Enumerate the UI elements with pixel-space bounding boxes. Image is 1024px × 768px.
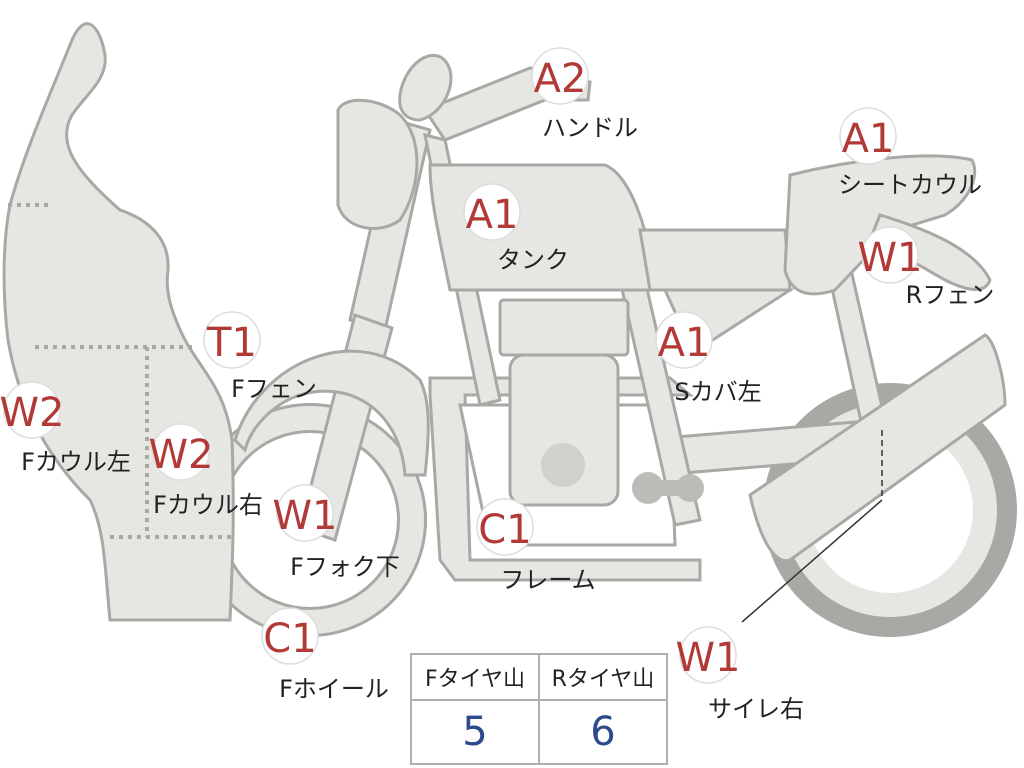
headlight-housing bbox=[336, 98, 419, 230]
front-tread-value: 5 bbox=[410, 699, 540, 765]
callout-f-fender: T1 Fフェン bbox=[203, 311, 317, 403]
callout-s-cover-l: A1 Sカバ左 bbox=[655, 311, 762, 406]
callout-r-fender: W1 Rフェン bbox=[858, 226, 995, 309]
part-code: A1 bbox=[466, 192, 519, 238]
callout-handle: A2 ハンドル bbox=[531, 47, 638, 142]
code-badge bbox=[261, 607, 319, 665]
callout-seat-cowl: A1 シートカウル bbox=[838, 107, 982, 199]
part-code: C1 bbox=[478, 507, 531, 553]
part-code: A2 bbox=[534, 56, 587, 102]
part-code: W2 bbox=[149, 432, 214, 478]
part-code: A1 bbox=[842, 116, 895, 162]
callout-f-fork: W1 Fフォク下 bbox=[273, 484, 400, 581]
callout-frame: C1 フレーム bbox=[476, 498, 596, 594]
footpeg-end-left bbox=[632, 472, 664, 504]
part-label: タンク bbox=[497, 246, 569, 274]
part-label: ハンドル bbox=[542, 114, 638, 142]
callout-tank: A1 タンク bbox=[463, 183, 569, 274]
engine-top bbox=[498, 298, 630, 357]
frame-tube bbox=[428, 376, 702, 582]
code-badge bbox=[152, 423, 210, 481]
part-code: W1 bbox=[858, 235, 923, 281]
code-badge bbox=[276, 484, 334, 542]
callout-muffler-r: W1 サイレ右 bbox=[676, 626, 804, 723]
part-code: A1 bbox=[658, 320, 711, 366]
rear-tread-value: 6 bbox=[538, 699, 668, 765]
part-label: フレーム bbox=[500, 566, 595, 594]
code-badge bbox=[203, 311, 261, 369]
code-badge bbox=[861, 226, 919, 284]
code-badge bbox=[679, 626, 737, 684]
part-label: Fホイール bbox=[279, 675, 389, 703]
front-cowl bbox=[2, 22, 235, 622]
muffler bbox=[748, 333, 1007, 563]
code-badge bbox=[463, 183, 521, 241]
part-code: T1 bbox=[206, 320, 257, 366]
code-badge bbox=[476, 498, 534, 556]
callout-f-cowl-l: W2 Fカウル左 bbox=[0, 381, 131, 476]
part-code: W1 bbox=[676, 635, 741, 681]
callout-f-wheel: C1 Fホイール bbox=[261, 607, 389, 703]
engine-cover bbox=[541, 443, 585, 487]
code-badge bbox=[531, 47, 589, 105]
part-label: Sカバ左 bbox=[674, 378, 761, 406]
part-code: W1 bbox=[273, 493, 338, 539]
part-label: シートカウル bbox=[838, 171, 982, 199]
code-badge bbox=[655, 311, 713, 369]
table-row: 5 6 bbox=[410, 699, 668, 765]
part-label: サイレ右 bbox=[708, 695, 804, 723]
footpeg-end-right bbox=[676, 474, 704, 502]
front-fender bbox=[233, 349, 430, 477]
part-label: Fカウル右 bbox=[153, 491, 263, 519]
part-label: Fカウル左 bbox=[21, 448, 131, 476]
table-header-front: Fタイヤ山 bbox=[410, 653, 540, 701]
callout-f-cowl-r: W2 Fカウル右 bbox=[149, 423, 263, 519]
seat bbox=[638, 228, 792, 292]
part-code: W2 bbox=[0, 390, 65, 436]
table-header-rear: Rタイヤ山 bbox=[538, 653, 668, 701]
part-code: C1 bbox=[263, 616, 316, 662]
leader-line-solid bbox=[741, 499, 883, 623]
mirror bbox=[398, 53, 453, 122]
engine-block bbox=[508, 353, 620, 507]
table-header-row: Fタイヤ山 Rタイヤ山 bbox=[410, 653, 668, 701]
code-badge bbox=[839, 107, 897, 165]
part-label: Rフェン bbox=[906, 281, 995, 309]
part-label: Fフェン bbox=[231, 375, 317, 403]
part-label: Fフォク下 bbox=[290, 553, 400, 581]
tire-tread-table: Fタイヤ山 Rタイヤ山 5 6 bbox=[410, 653, 668, 765]
code-badge bbox=[3, 381, 61, 439]
